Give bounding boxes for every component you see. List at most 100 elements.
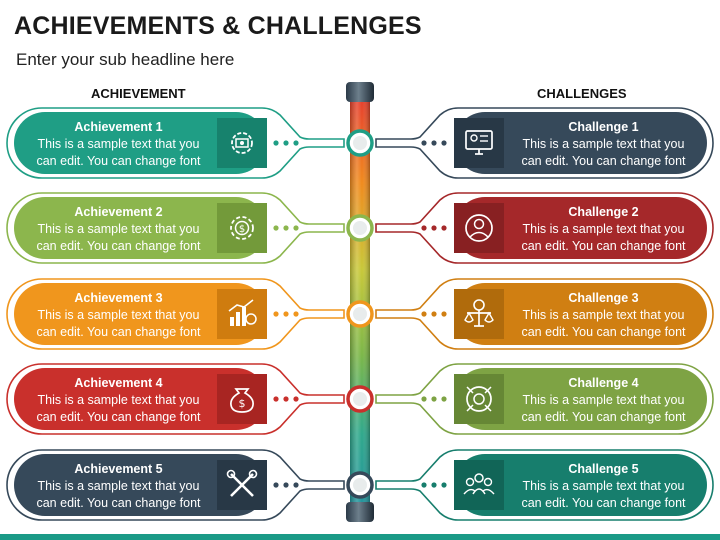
card-text-line: can edit. You can change font [521, 496, 686, 510]
card-text-line: can edit. You can change font [521, 410, 686, 424]
card-text-line: can edit. You can change font [36, 325, 201, 339]
connector-dot [283, 482, 289, 488]
achievement-card-2: Achievement 2 This is a sample text that … [14, 197, 267, 259]
pipe-top-cap [346, 82, 374, 102]
card-text-line: can edit. You can change font [36, 496, 201, 510]
card-title: Challenge 5 [568, 462, 639, 476]
card-text-line: can edit. You can change font [521, 239, 686, 253]
connector-dot [441, 396, 447, 402]
achievement-card-5: Achievement 5 This is a sample text that … [14, 454, 267, 516]
challenge-outline [375, 192, 714, 264]
card-text-line: can edit. You can change font [36, 410, 201, 424]
connector-dot [283, 225, 289, 231]
card-title: Achievement 4 [74, 376, 163, 390]
challenge-card-5: Challenge 5 This is a sample text that yo… [454, 454, 707, 516]
card-text-line: can edit. You can change font [521, 325, 686, 339]
pipe-bottom-cap [346, 502, 374, 522]
card-text-line: This is a sample text that you [37, 393, 200, 407]
svg-text:$: $ [239, 224, 245, 235]
connector-dot [431, 140, 437, 146]
card-text-line: can edit. You can change font [36, 239, 201, 253]
card-title: Challenge 2 [568, 205, 639, 219]
challenges-heading: CHALLENGES [537, 86, 627, 101]
challenge-card-2: Challenge 2 This is a sample text that yo… [454, 197, 707, 259]
connector-dot [273, 311, 279, 317]
connector-dot [283, 396, 289, 402]
tools-icon [217, 460, 267, 510]
connector-dot [431, 225, 437, 231]
connector-dot [273, 396, 279, 402]
connector-dot [273, 225, 279, 231]
card-title: Challenge 1 [568, 120, 639, 134]
challenge-card-3: Challenge 3 This is a sample text that yo… [454, 283, 707, 345]
svg-text:$: $ [239, 397, 246, 410]
money-bag-icon: $ [217, 374, 267, 424]
connector-dot [293, 396, 299, 402]
challenge-outline [375, 107, 714, 179]
timeline-node-core [353, 478, 367, 492]
connector-dot [273, 140, 279, 146]
card-text-line: This is a sample text that you [37, 222, 200, 236]
challenge-card-4: Challenge 4 This is a sample text that yo… [454, 368, 707, 430]
connector-dot [441, 482, 447, 488]
achievement-card-1: Achievement 1 This is a sample text that … [14, 112, 267, 174]
page-title: ACHIEVEMENTS & CHALLENGES [14, 12, 422, 40]
timeline-node-core [353, 392, 367, 406]
card-text-line: This is a sample text that you [37, 137, 200, 151]
growth-chart-icon [217, 289, 267, 339]
challenge-outline [375, 363, 714, 435]
connector-dot [441, 140, 447, 146]
card-title: Achievement 1 [74, 120, 163, 134]
computer-profile-icon [454, 118, 504, 168]
dollar-gear-icon: $ [217, 203, 267, 253]
achievement-card-3: Achievement 3 This is a sample text that … [14, 283, 267, 345]
card-title: Achievement 3 [74, 291, 163, 305]
connector-dot [421, 311, 427, 317]
connector-dot [441, 225, 447, 231]
connector-dot [441, 311, 447, 317]
connector-dot [431, 482, 437, 488]
card-text-line: This is a sample text that you [522, 137, 685, 151]
connector-dot [421, 140, 427, 146]
card-title: Achievement 5 [74, 462, 163, 476]
challenge-card-1: Challenge 1 This is a sample text that yo… [454, 112, 707, 174]
connector-dot [293, 140, 299, 146]
connector-dot [421, 396, 427, 402]
card-text-line: This is a sample text that you [522, 222, 685, 236]
connector-dot [293, 482, 299, 488]
timeline-node-core [353, 221, 367, 235]
page-subtitle: Enter your sub headline here [16, 50, 235, 69]
card-title: Achievement 2 [74, 205, 163, 219]
timeline-node-core [353, 307, 367, 321]
card-text-line: This is a sample text that you [522, 393, 685, 407]
achievement-outline [6, 449, 345, 521]
connector-dot [283, 311, 289, 317]
card-title: Challenge 4 [568, 376, 639, 390]
card-text-line: This is a sample text that you [37, 308, 200, 322]
connector-dot [283, 140, 289, 146]
card-text-line: This is a sample text that you [522, 308, 685, 322]
card-title: Challenge 3 [568, 291, 639, 305]
connector-dot [421, 225, 427, 231]
connector-dot [431, 311, 437, 317]
achievement-outline [6, 278, 345, 350]
achievement-outline [6, 192, 345, 264]
network-icon [454, 374, 504, 424]
businessman-icon [454, 203, 504, 253]
balance-scale-icon [454, 289, 504, 339]
connector-dot [421, 482, 427, 488]
connector-dot [293, 311, 299, 317]
connector-dot [273, 482, 279, 488]
connector-dot [293, 225, 299, 231]
bottom-accent-bar [0, 534, 720, 540]
card-text-line: This is a sample text that you [522, 479, 685, 493]
card-text-line: This is a sample text that you [37, 479, 200, 493]
team-icon [454, 460, 504, 510]
achievement-outline [6, 107, 345, 179]
challenge-outline [375, 449, 714, 521]
achievement-heading: ACHIEVEMENT [91, 86, 186, 101]
card-text-line: can edit. You can change font [521, 154, 686, 168]
connector-dot [431, 396, 437, 402]
timeline-node-core [353, 136, 367, 150]
